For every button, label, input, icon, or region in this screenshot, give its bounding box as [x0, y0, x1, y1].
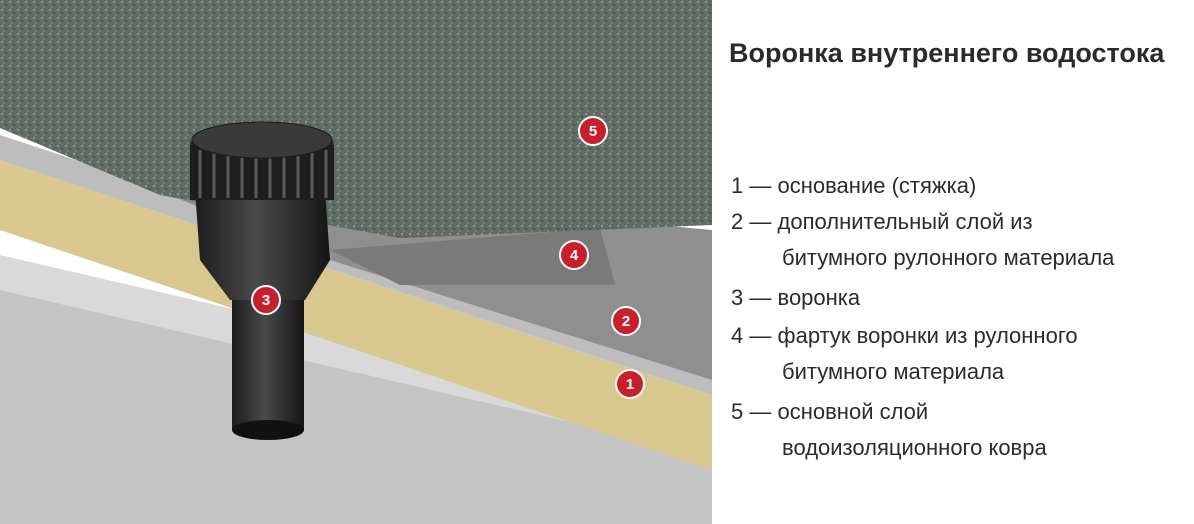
- funnel-body: [195, 190, 330, 300]
- funnel-pipe-bottom: [232, 420, 304, 440]
- legend-item-2-line-1: дополнительный слой из: [777, 209, 1033, 234]
- svg-text:2: 2: [622, 313, 630, 330]
- membrane-top: [0, 0, 712, 238]
- roof-cross-section: 5 4 3 2 1: [0, 0, 712, 524]
- marker-3: 3: [251, 285, 281, 315]
- legend-item-2-sep: —: [749, 209, 772, 234]
- legend-panel: Воронка внутреннего водостока 1 — основа…: [712, 0, 1194, 524]
- legend-item-4-line-1: фартук воронки из рулонного: [777, 323, 1078, 348]
- legend-item-1-num: 1: [731, 173, 744, 198]
- legend-item-2-num: 2: [731, 209, 744, 234]
- marker-1: 1: [615, 369, 645, 399]
- svg-text:5: 5: [589, 123, 597, 140]
- marker-4: 4: [559, 240, 589, 270]
- legend-item-3-line-1: воронка: [777, 285, 861, 310]
- legend-item-4: 4 — фартук воронки из рулонного битумног…: [731, 318, 1078, 390]
- legend-item-5: 5 — основной слой водоизоляционного ковр…: [731, 394, 1047, 466]
- concrete-slab-face: [0, 290, 712, 524]
- marker-5: 5: [578, 116, 608, 146]
- legend-item-5-line-2: водоизоляционного ковра: [782, 435, 1047, 460]
- funnel-grate-top: [191, 121, 333, 159]
- svg-text:4: 4: [570, 247, 579, 264]
- legend-item-4-line-2: битумного материала: [782, 359, 1005, 384]
- marker-2: 2: [611, 306, 641, 336]
- svg-text:3: 3: [262, 292, 270, 309]
- legend-item-3-sep: —: [749, 285, 772, 310]
- legend-item-5-sep: —: [749, 399, 772, 424]
- legend-title: Воронка внутреннего водостока: [729, 38, 1165, 68]
- legend-item-4-num: 4: [731, 323, 744, 348]
- grate-bars: [198, 150, 328, 198]
- drain-illustration: 5 4 3 2 1: [0, 0, 712, 524]
- legend-item-1-sep: —: [749, 173, 772, 198]
- legend-item-2-line-2: битумного рулонного материала: [782, 245, 1115, 270]
- legend-item-1-line-1: основание (стяжка): [777, 173, 977, 198]
- legend-item-2: 2 — дополнительный слой из битумного рул…: [731, 204, 1114, 276]
- legend-item-5-line-1: основной слой: [777, 399, 929, 424]
- svg-text:1: 1: [626, 376, 634, 393]
- insulation-layer: [0, 160, 712, 470]
- legend-item-4-sep: —: [749, 323, 772, 348]
- legend-item-5-num: 5: [731, 399, 744, 424]
- legend-item-3-num: 3: [731, 285, 744, 310]
- legend-item-1: 1 — основание (стяжка): [731, 168, 976, 204]
- apron: [330, 228, 615, 285]
- legend-item-3: 3 — воронка: [731, 280, 860, 316]
